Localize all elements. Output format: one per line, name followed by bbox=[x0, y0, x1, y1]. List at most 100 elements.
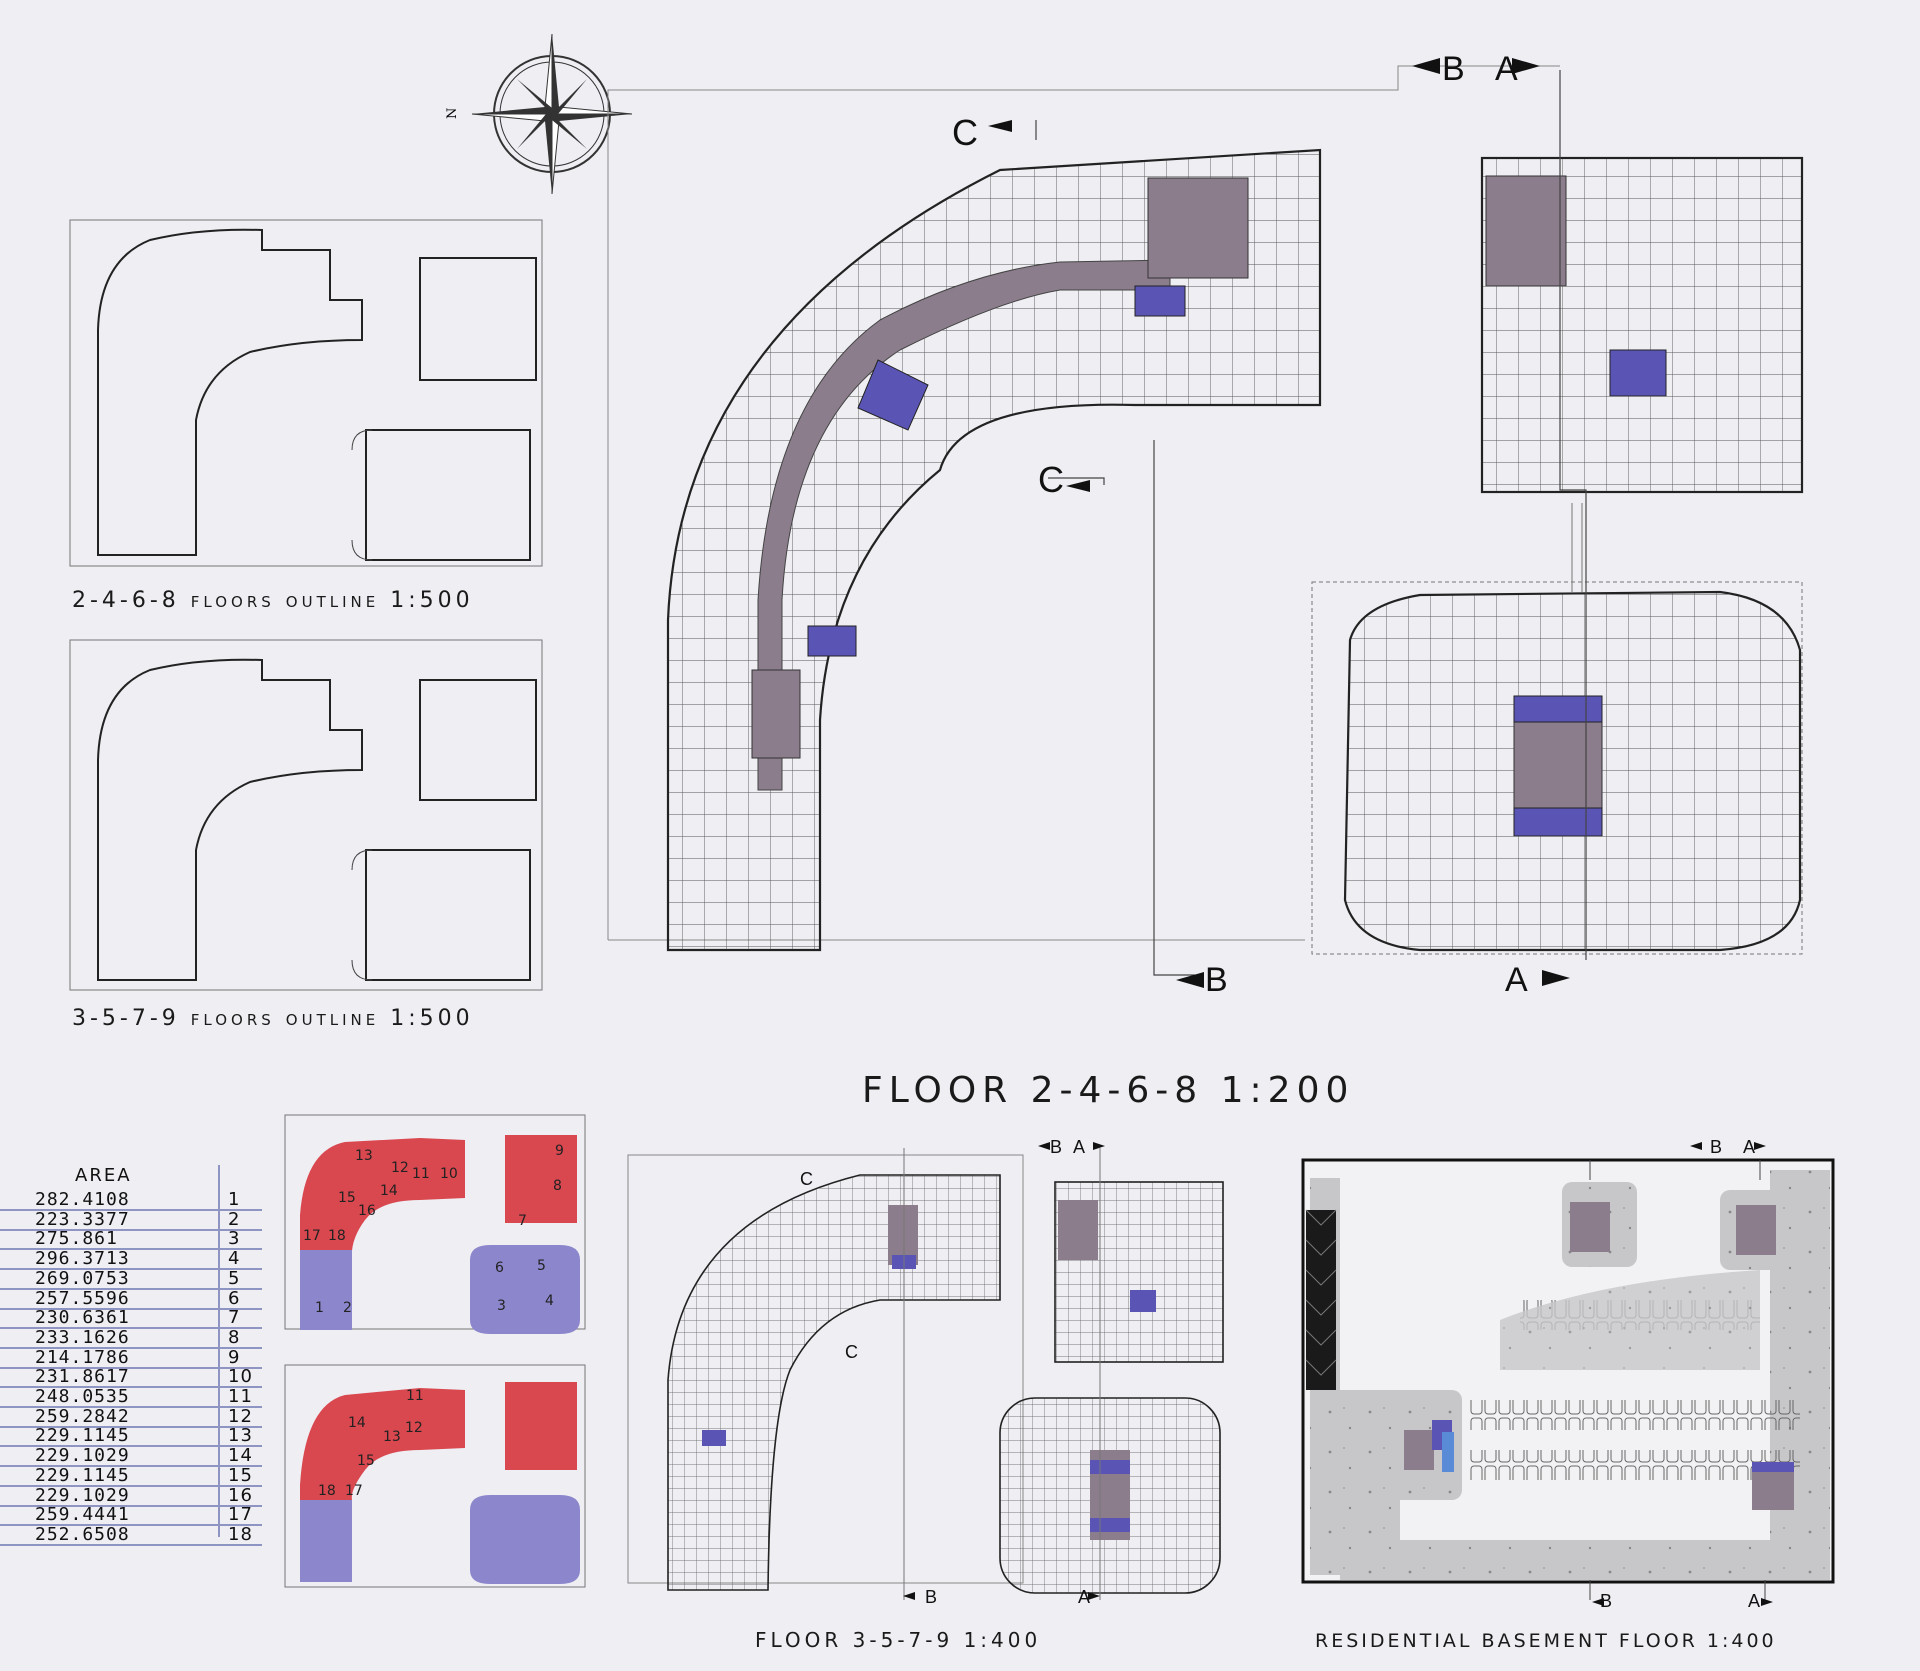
unit-label: 12 bbox=[405, 1420, 423, 1436]
unit-label: 10 bbox=[440, 1166, 458, 1182]
unit-label: 4 bbox=[545, 1293, 554, 1309]
section-label-a-top: A bbox=[1495, 50, 1518, 88]
section-label-c-top: C bbox=[952, 112, 978, 153]
section-label-c-odd-bottom: C bbox=[845, 1342, 858, 1362]
main-floor-plan bbox=[607, 65, 1804, 955]
section-label-b-odd-top: B bbox=[1050, 1137, 1063, 1157]
area-table-row: 259.2842 12 bbox=[0, 1406, 262, 1428]
area-value: 230.6361 bbox=[35, 1307, 130, 1329]
unit-label: 13 bbox=[383, 1429, 401, 1445]
section-label-c-odd-top: C bbox=[800, 1169, 813, 1189]
unit-label: 16 bbox=[358, 1203, 376, 1219]
caption-basement: RESIDENTIAL BASEMENT FLOOR 1:400 bbox=[1315, 1630, 1777, 1652]
unit-number: 4 bbox=[228, 1248, 241, 1270]
section-arrows-main bbox=[988, 58, 1570, 988]
area-value: 229.1145 bbox=[35, 1425, 130, 1447]
section-label-a-odd-top: A bbox=[1073, 1137, 1086, 1157]
outline-plan-even bbox=[69, 219, 543, 567]
area-table-row: 229.1029 14 bbox=[0, 1445, 262, 1468]
caption-outline-even: 2-4-6-8 floors outline 1:500 bbox=[72, 588, 474, 613]
unit-label: 13 bbox=[355, 1148, 373, 1164]
unit-label: 18 bbox=[318, 1483, 336, 1499]
north-label: N bbox=[445, 108, 460, 119]
section-label-c-bottom: C bbox=[1038, 459, 1064, 500]
unit-label: 17 bbox=[303, 1228, 321, 1244]
unit-number: 6 bbox=[228, 1287, 241, 1309]
area-value: 275.861 bbox=[35, 1228, 118, 1250]
caption-outline-odd: 3-5-7-9 floors outline 1:500 bbox=[72, 1006, 474, 1031]
area-value: 214.1786 bbox=[35, 1346, 130, 1368]
section-label-a-odd-bottom: A bbox=[1078, 1587, 1091, 1607]
unit-label: 11 bbox=[406, 1388, 424, 1404]
unit-label: 12 bbox=[391, 1160, 409, 1176]
unit-label: 9 bbox=[555, 1143, 564, 1159]
area-table-header: AREA bbox=[75, 1165, 132, 1186]
unit-number: 7 bbox=[228, 1307, 241, 1329]
unit-number: 18 bbox=[228, 1523, 253, 1545]
area-value: 282.4108 bbox=[35, 1189, 130, 1210]
area-value: 248.0535 bbox=[35, 1386, 130, 1407]
unit-label: 8 bbox=[553, 1178, 562, 1194]
area-value: 259.2842 bbox=[35, 1405, 130, 1427]
section-label-b-bottom: B bbox=[1205, 961, 1228, 999]
unit-number: 12 bbox=[228, 1405, 253, 1427]
area-value: 252.6508 bbox=[35, 1523, 130, 1545]
area-value: 269.0753 bbox=[35, 1267, 130, 1289]
north-arrow-icon bbox=[471, 33, 633, 195]
area-table-row: 230.6361 7 bbox=[0, 1307, 262, 1330]
unit-label: 5 bbox=[537, 1258, 546, 1274]
unit-label: 17 bbox=[345, 1483, 363, 1499]
section-lines-main bbox=[1035, 70, 1587, 976]
area-value: 257.5596 bbox=[35, 1287, 130, 1309]
unit-label: 11 bbox=[412, 1166, 430, 1182]
section-label-b-base-bottom: B bbox=[1600, 1591, 1613, 1611]
outline-plan-odd bbox=[69, 639, 543, 991]
caption-main-floor: FLOOR 2-4-6-8 1:200 bbox=[862, 1070, 1355, 1111]
unit-number: 5 bbox=[228, 1267, 241, 1289]
section-label-a-base-bottom: A bbox=[1748, 1591, 1761, 1611]
caption-floor-odd: FLOOR 3-5-7-9 1:400 bbox=[755, 1628, 1042, 1652]
area-table-row: 231.8617 10 bbox=[0, 1366, 262, 1389]
unit-number: 11 bbox=[228, 1386, 253, 1407]
section-label-b-top: B bbox=[1442, 50, 1465, 88]
section-label-a-base-top: A bbox=[1743, 1137, 1756, 1157]
section-label-b-base-top: B bbox=[1710, 1137, 1723, 1157]
unit-diagram-odd bbox=[284, 1364, 586, 1588]
area-value: 229.1029 bbox=[35, 1484, 130, 1506]
floor-odd-plan bbox=[627, 1148, 1224, 1600]
unit-number: 2 bbox=[228, 1208, 241, 1230]
unit-number: 9 bbox=[228, 1346, 241, 1368]
unit-label: 1 bbox=[315, 1300, 324, 1316]
area-value: 223.3377 bbox=[35, 1208, 130, 1230]
area-value: 229.1029 bbox=[35, 1445, 130, 1467]
unit-diagram-even bbox=[284, 1114, 586, 1334]
unit-number: 15 bbox=[228, 1464, 253, 1486]
unit-label: 18 bbox=[328, 1228, 346, 1244]
area-value: 233.1626 bbox=[35, 1326, 130, 1348]
unit-number: 10 bbox=[228, 1366, 253, 1388]
area-value: 231.8617 bbox=[35, 1366, 130, 1388]
unit-label: 15 bbox=[357, 1453, 375, 1469]
area-table-row: 248.0535 11 bbox=[0, 1386, 262, 1408]
area-value: 296.3713 bbox=[35, 1248, 130, 1270]
area-table-row: 214.1786 9 bbox=[0, 1347, 262, 1369]
unit-label: 14 bbox=[380, 1183, 398, 1199]
unit-label: 14 bbox=[348, 1415, 366, 1431]
area-table-row: 229.1029 16 bbox=[0, 1485, 262, 1507]
unit-number: 16 bbox=[228, 1484, 253, 1506]
unit-label: 7 bbox=[518, 1213, 527, 1229]
unit-number: 14 bbox=[228, 1445, 253, 1467]
area-table-row: 296.3713 4 bbox=[0, 1248, 262, 1271]
unit-label: 3 bbox=[497, 1298, 506, 1314]
area-table-row: 252.6508 18 bbox=[0, 1524, 262, 1546]
section-arrows-small bbox=[903, 1142, 1773, 1606]
area-table-row: 269.0753 5 bbox=[0, 1268, 262, 1290]
unit-label: 2 bbox=[343, 1300, 352, 1316]
